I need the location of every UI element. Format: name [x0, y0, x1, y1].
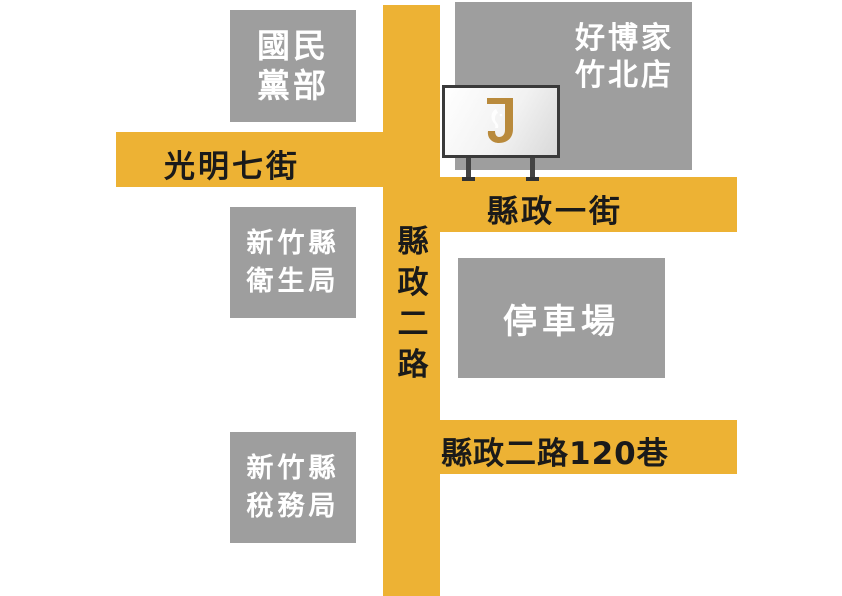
sign-foot-left	[462, 177, 475, 181]
sign-post-left	[466, 158, 471, 180]
block-health-bureau: 新竹縣 衛生局	[230, 207, 356, 318]
block-health-line2: 衛生局	[246, 265, 340, 297]
road-xianzheng-2	[383, 5, 440, 596]
road-xianzheng-2-alley-120	[440, 420, 737, 474]
destination-sign	[442, 85, 560, 158]
block-kmt-line2: 黨部	[257, 66, 329, 105]
road-label-xianzheng-1: 縣政一街	[487, 194, 623, 230]
road-label-guangming-7: 光明七街	[164, 149, 300, 185]
block-tax-line2: 稅務局	[246, 490, 340, 522]
block-tax-line1: 新竹縣	[246, 452, 340, 484]
road-guangming-7	[116, 132, 386, 187]
block-tax-bureau: 新竹縣 稅務局	[230, 432, 356, 543]
road-xianzheng-1	[440, 177, 737, 232]
block-parking-lot: 停車場	[458, 258, 665, 378]
block-kmt-line1: 國民	[257, 26, 329, 65]
block-costco-line2: 竹北店	[575, 58, 674, 93]
road-label-xianzheng-2: 縣政二路	[397, 224, 429, 383]
block-parking-label: 停車場	[503, 301, 620, 342]
block-kmt-office: 國民 黨部	[230, 10, 356, 122]
block-costco-line1: 好博家	[575, 21, 674, 56]
block-health-line1: 新竹縣	[246, 227, 340, 259]
sign-post-right	[530, 158, 535, 180]
road-label-xianzheng-2-alley-120: 縣政二路120巷	[441, 436, 669, 472]
j-elephant-logo-icon	[487, 98, 513, 143]
sign-foot-right	[526, 177, 539, 181]
